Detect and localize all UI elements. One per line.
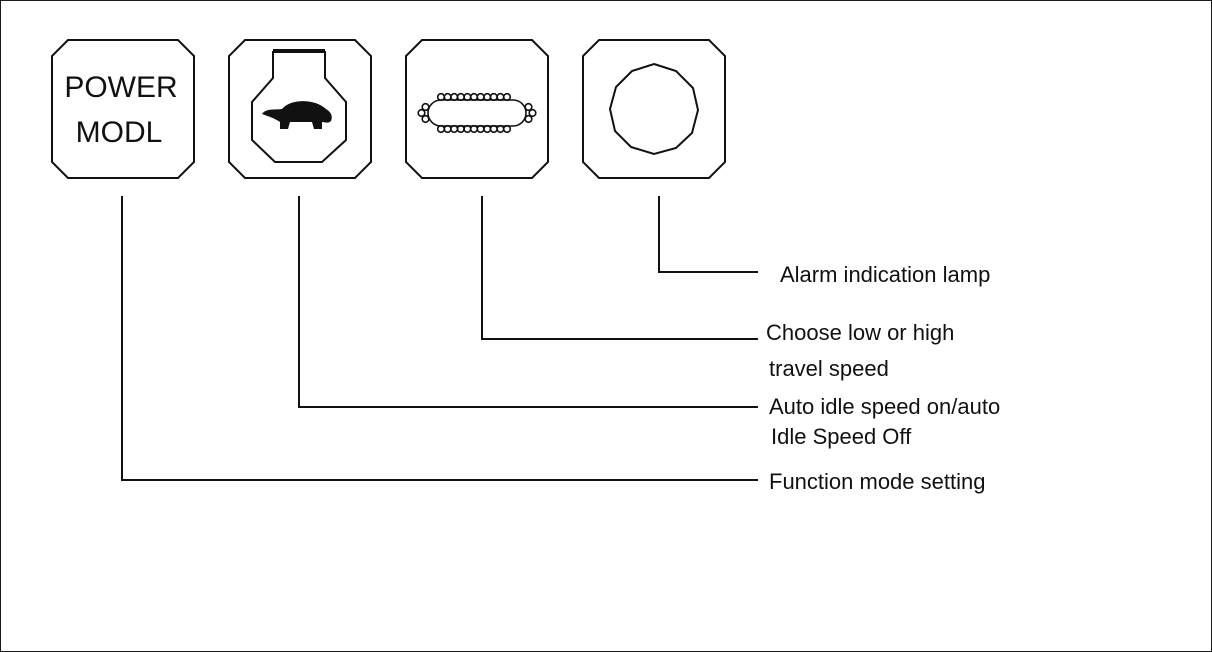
track-link <box>524 114 533 124</box>
idle-label-line2: Idle Speed Off <box>771 424 912 449</box>
auto-idle-button-outline <box>228 39 372 179</box>
track-link <box>502 124 512 134</box>
alarm-leader-line <box>658 196 758 273</box>
alarm-label: Alarm indication lamp <box>780 262 991 287</box>
track-link <box>528 108 537 118</box>
auto-idle-button[interactable] <box>228 39 372 179</box>
travel-speed-button-outline <box>405 39 549 179</box>
function-label: Function mode setting <box>769 469 986 494</box>
power-mode-label-line2: MODL <box>76 116 163 149</box>
track-link <box>417 108 426 118</box>
idle-label-line1: Auto idle speed on/auto <box>769 394 1001 419</box>
alarm-lamp-outline <box>582 39 726 179</box>
power-mode-label-line1: POWER <box>64 71 177 104</box>
track-link <box>502 92 512 102</box>
track-icon <box>417 92 537 134</box>
alarm-lamp <box>582 39 726 179</box>
power-mode-button[interactable]: POWER MODL <box>51 39 195 179</box>
travel-leader-line <box>481 196 758 340</box>
octagon-lamp-icon <box>608 62 700 156</box>
track-link <box>524 102 533 112</box>
track-link <box>421 102 430 112</box>
turtle-icon-frame <box>251 51 347 163</box>
turtle-icon <box>262 101 332 129</box>
track-link <box>421 114 430 124</box>
power-mode-button-outline <box>51 39 195 179</box>
travel-speed-button[interactable] <box>405 39 549 179</box>
travel-label-line2: travel speed <box>769 356 889 381</box>
function-leader-line <box>121 196 758 481</box>
travel-label-line1: Choose low or high <box>766 320 955 345</box>
idle-leader-line <box>298 196 758 408</box>
